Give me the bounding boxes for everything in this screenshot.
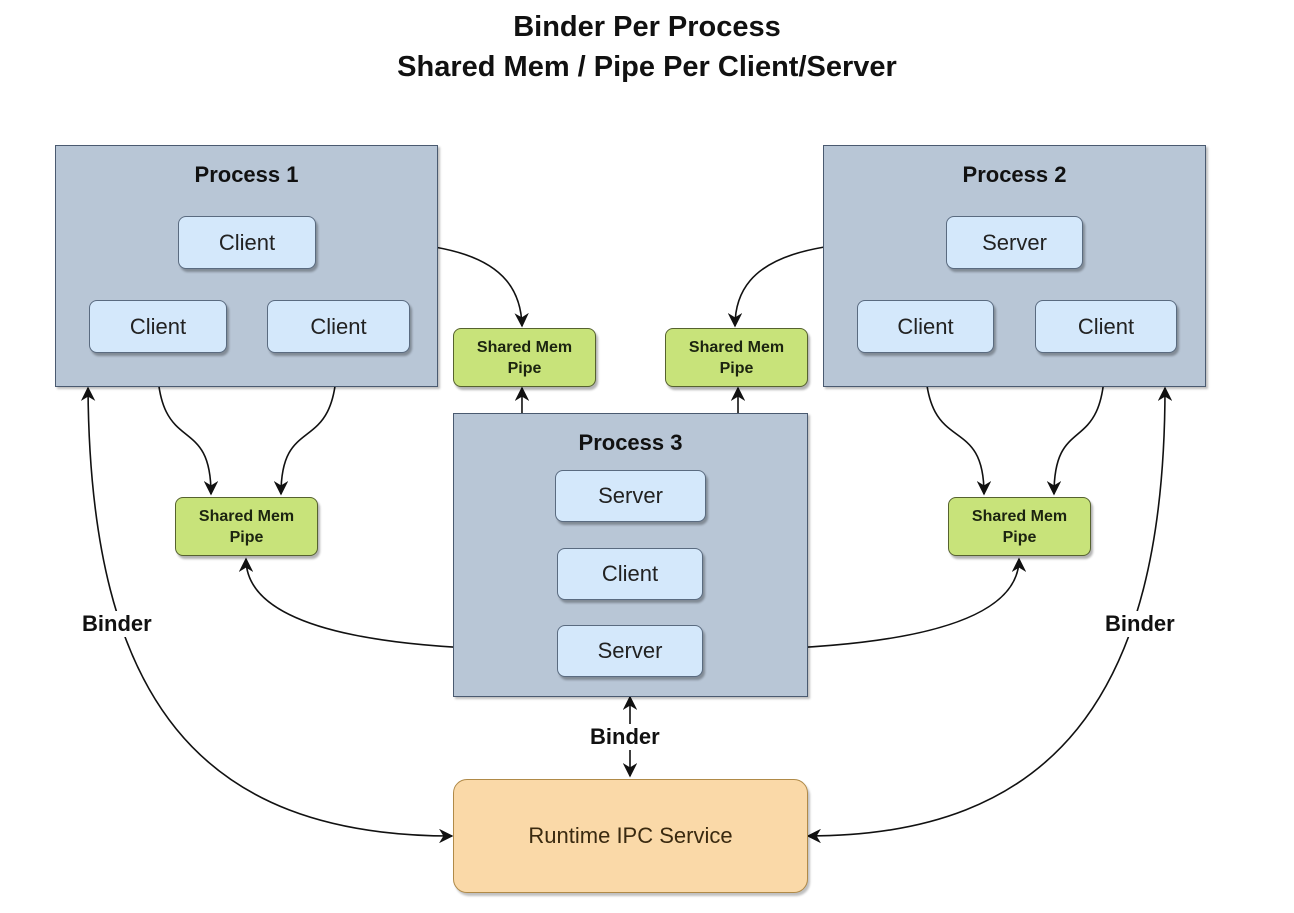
diagram-title-line2: Shared Mem / Pipe Per Client/Server: [397, 51, 897, 83]
process-3-label: Process 3: [578, 430, 683, 455]
pipe-c-line2: Pipe: [229, 528, 264, 546]
pipe-b-line2: Pipe: [719, 359, 754, 377]
process-1-client-left[interactable]: Client: [89, 300, 227, 353]
process-3-server-bottom[interactable]: Server: [557, 625, 703, 677]
pipe-d-line2: Pipe: [1002, 528, 1037, 546]
process-2-client-right[interactable]: Client: [1035, 300, 1177, 353]
pipe-a-line2: Pipe: [507, 359, 542, 377]
process-3-client[interactable]: Client: [557, 548, 703, 600]
shared-mem-pipe-a[interactable]: Shared Mem Pipe: [453, 328, 596, 387]
binder-label-right: Binder: [1103, 611, 1177, 637]
shared-mem-pipe-b[interactable]: Shared Mem Pipe: [665, 328, 808, 387]
binder-label-center: Binder: [588, 724, 662, 750]
pipe-d-line1: Shared Mem: [971, 507, 1068, 525]
process-2-label: Process 2: [962, 162, 1067, 187]
process-2-server[interactable]: Server: [946, 216, 1083, 269]
binder-label-left: Binder: [80, 611, 154, 637]
process-1-client-right[interactable]: Client: [267, 300, 410, 353]
runtime-ipc-service[interactable]: Runtime IPC Service: [453, 779, 808, 893]
process-1-client-top[interactable]: Client: [178, 216, 316, 269]
pipe-a-line1: Shared Mem: [476, 338, 573, 356]
pipe-b-line1: Shared Mem: [688, 338, 785, 356]
shared-mem-pipe-d[interactable]: Shared Mem Pipe: [948, 497, 1091, 556]
process-2-client-left[interactable]: Client: [857, 300, 994, 353]
shared-mem-pipe-c[interactable]: Shared Mem Pipe: [175, 497, 318, 556]
edge-binder-left: [80, 386, 454, 844]
edge-binder-right: [806, 386, 1173, 844]
process-1-label: Process 1: [194, 162, 299, 187]
process-3-server-top[interactable]: Server: [555, 470, 706, 522]
pipe-c-line1: Shared Mem: [198, 507, 295, 525]
diagram-title-line1: Binder Per Process: [513, 11, 781, 43]
